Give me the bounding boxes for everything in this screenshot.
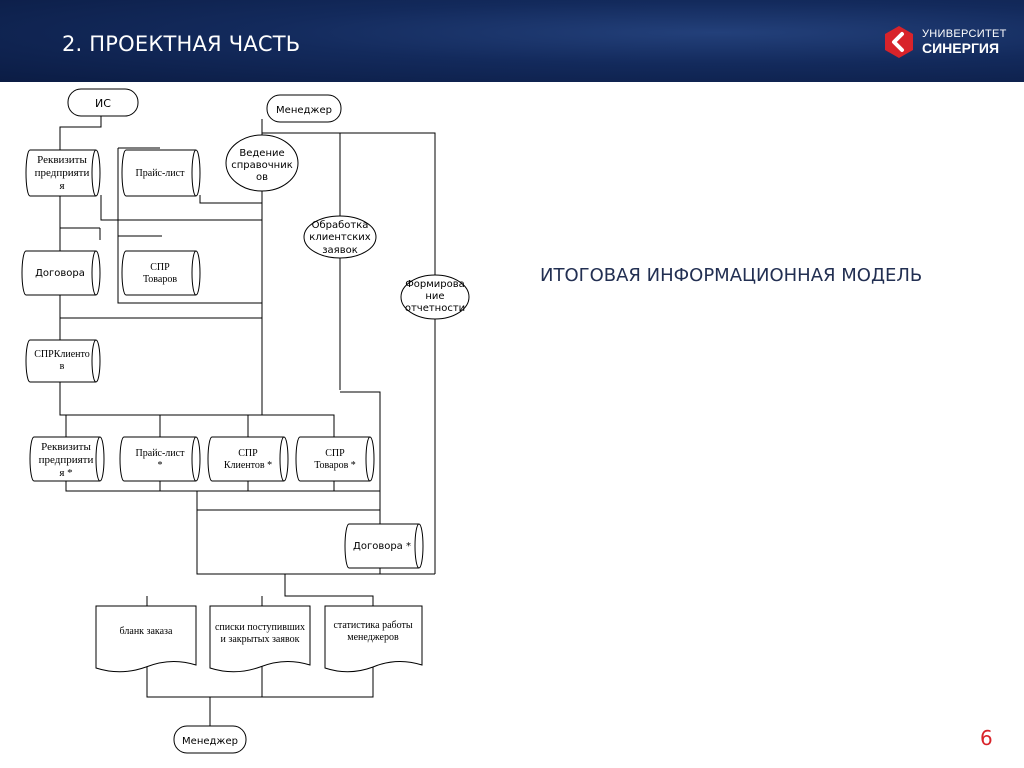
process-reports-line1: Формирова xyxy=(405,279,465,290)
store-requisites-line3: я xyxy=(59,180,64,192)
manager-bottom-label: Менеджер xyxy=(182,736,238,747)
manager-top-label: Менеджер xyxy=(276,105,332,116)
store-requisites-copy: Реквизиты предприяти я * xyxy=(29,436,105,482)
store-requisites-copy-line1: Реквизиты xyxy=(41,441,91,453)
process-orders: Обработка клиентских заявок xyxy=(303,215,377,259)
store-products-copy: СПР Товаров * xyxy=(295,436,375,482)
university-logo: УНИВЕРСИТЕТ СИНЕРГИЯ xyxy=(882,22,1012,62)
store-clients-copy: СПР Клиентов * xyxy=(207,436,289,482)
header-banner: 2. ПРОЕКТНАЯ ЧАСТЬ УНИВЕРСИТЕТ СИНЕРГИЯ xyxy=(0,0,1024,82)
manager-bottom-node: Менеджер xyxy=(173,725,247,754)
output-order-lists-line2: и закрытых заявок xyxy=(221,634,300,645)
store-products-line2: Товаров xyxy=(143,274,177,285)
logo-text-university: УНИВЕРСИТЕТ xyxy=(922,28,1007,40)
output-order-lists-line1: списки поступивших xyxy=(215,622,305,633)
output-manager-stats-line1: статистика работы xyxy=(333,620,412,631)
store-contracts-copy: Договора * xyxy=(344,523,424,569)
store-products: СПР Товаров xyxy=(121,250,201,296)
store-requisites-line1: Реквизиты xyxy=(37,154,87,166)
model-title: ИТОГОВАЯ ИНФОРМАЦИОННАЯ МОДЕЛЬ xyxy=(540,265,923,286)
process-reports: Формирова ние отчетности xyxy=(400,274,470,320)
store-clients-line2: в xyxy=(60,361,65,372)
process-reports-line2: ние xyxy=(425,291,444,302)
store-contracts: Договора xyxy=(21,250,101,296)
store-requisites-line2: предприяти xyxy=(35,167,90,179)
output-manager-stats-line2: менеджеров xyxy=(347,632,399,643)
store-products-copy-line2: Товаров * xyxy=(314,460,356,471)
store-contracts-copy-label: Договора * xyxy=(353,541,411,552)
store-pricelist-copy-line2: * xyxy=(158,460,163,471)
page-title: 2. ПРОЕКТНАЯ ЧАСТЬ xyxy=(62,32,301,56)
store-requisites: Реквизиты предприяти я xyxy=(25,149,101,197)
synergy-logo-icon xyxy=(885,26,913,58)
store-requisites-copy-line2: предприяти xyxy=(39,454,94,466)
information-model-diagram: ИС Менеджер Ведение справочник ов Обрабо… xyxy=(21,88,470,754)
is-node: ИС xyxy=(67,88,139,117)
store-products-line1: СПР xyxy=(150,262,170,273)
output-order-form: бланк заказа xyxy=(95,605,197,673)
store-clients-line1: СПРКлиенто xyxy=(34,349,90,360)
store-pricelist-label: Прайс-лист xyxy=(136,168,186,179)
store-clients: СПРКлиенто в xyxy=(25,339,101,383)
store-pricelist: Прайс-лист xyxy=(121,149,201,197)
output-order-lists: списки поступивших и закрытых заявок xyxy=(209,605,311,673)
store-requisites-copy-line3: я * xyxy=(59,467,72,479)
logo-text-synergy: СИНЕРГИЯ xyxy=(922,40,1000,56)
process-references-line2: справочник xyxy=(231,160,293,171)
store-pricelist-copy-line1: Прайс-лист xyxy=(136,448,186,459)
process-reports-line3: отчетности xyxy=(405,303,465,314)
manager-top-node: Менеджер xyxy=(266,94,342,123)
output-manager-stats: статистика работы менеджеров xyxy=(324,605,423,673)
store-pricelist-copy: Прайс-лист * xyxy=(119,436,201,482)
process-references-line1: Ведение xyxy=(239,148,284,159)
page-number: 6 xyxy=(980,726,993,750)
process-references-line3: ов xyxy=(256,172,268,183)
store-products-copy-line1: СПР xyxy=(325,448,345,459)
process-orders-line1: Обработка xyxy=(312,220,369,231)
store-contracts-label: Договора xyxy=(35,268,85,279)
is-label: ИС xyxy=(95,97,111,110)
process-orders-line2: клиентских xyxy=(309,232,370,243)
output-order-form-label: бланк заказа xyxy=(120,626,173,637)
process-references: Ведение справочник ов xyxy=(225,134,299,192)
process-orders-line3: заявок xyxy=(322,245,358,256)
store-clients-copy-line1: СПР xyxy=(238,448,258,459)
store-clients-copy-line2: Клиентов * xyxy=(224,460,272,471)
